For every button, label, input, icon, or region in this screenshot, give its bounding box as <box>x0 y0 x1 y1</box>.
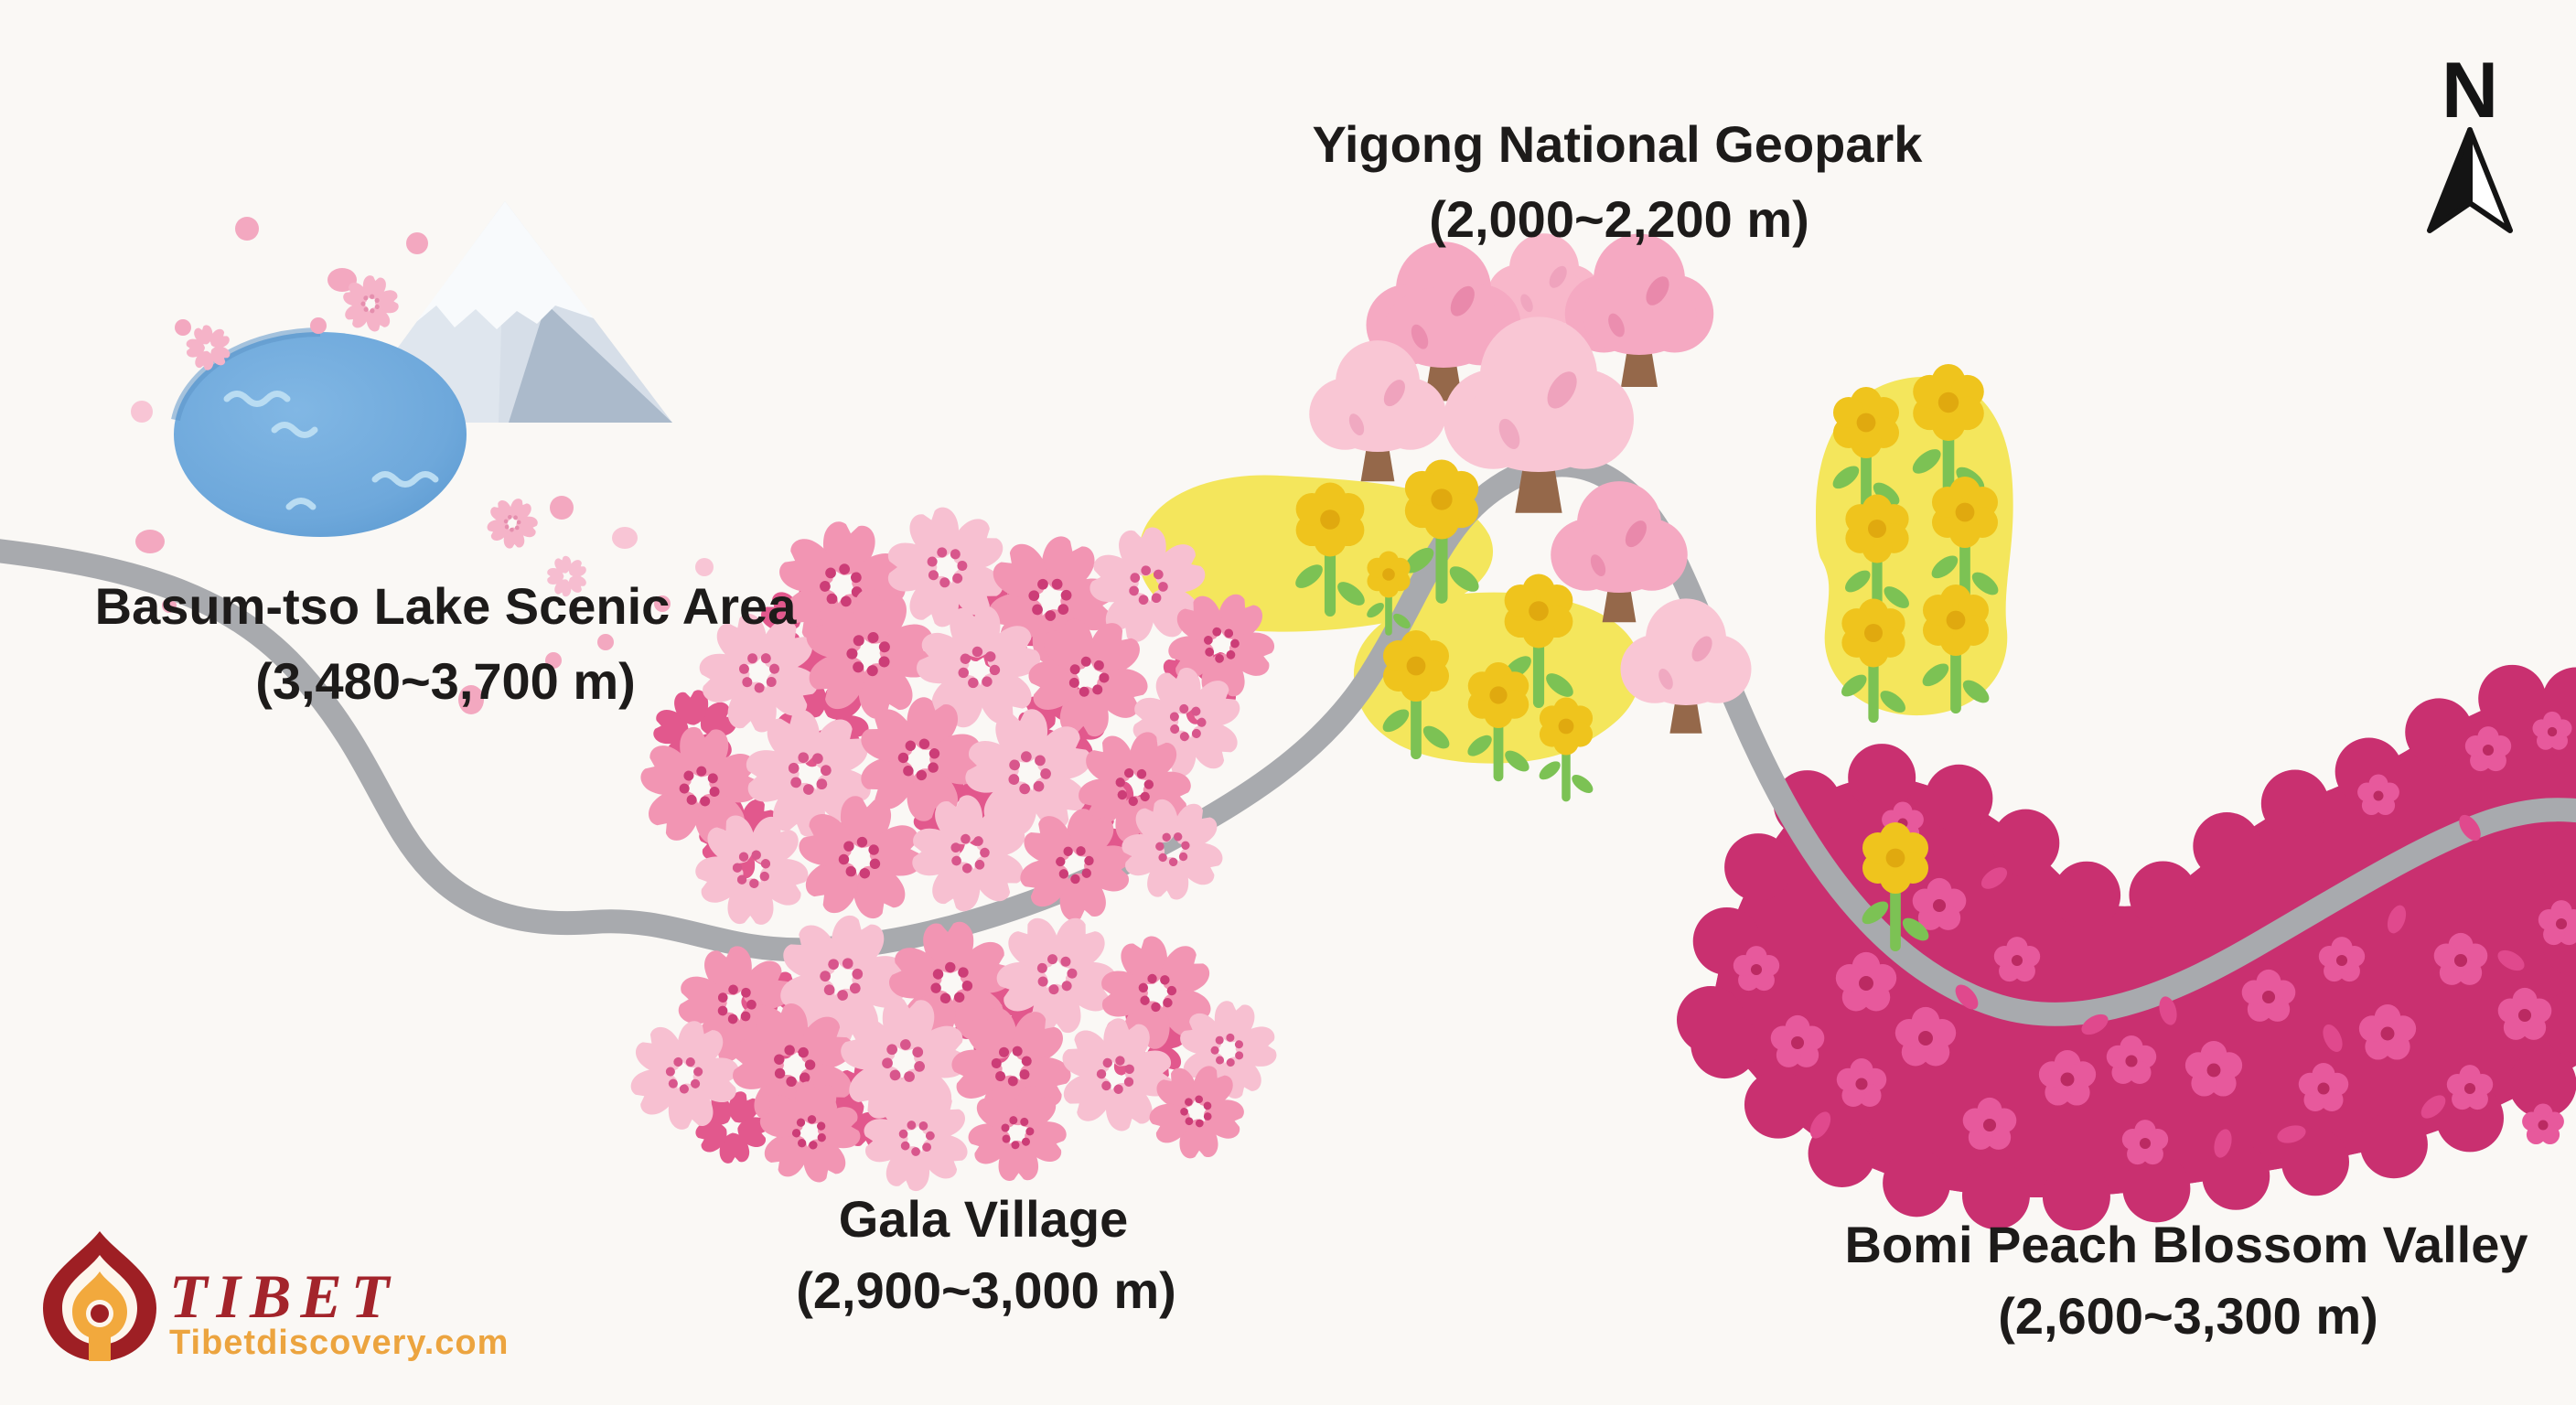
location-label-bomi: Bomi Peach Blossom Valley (2,600~3,300 m… <box>1845 1216 2528 1345</box>
location-label-basum: Basum-tso Lake Scenic Area (3,480~3,700 … <box>95 577 798 710</box>
location-elevation: (2,000~2,200 m) <box>1429 190 1809 248</box>
location-elevation: (3,480~3,700 m) <box>255 652 636 710</box>
compass-letter: N <box>2442 47 2498 134</box>
location-elevation: (2,900~3,000 m) <box>796 1261 1176 1319</box>
north-arrow-icon: N <box>2427 47 2513 233</box>
basum-tso-illustration <box>131 201 714 714</box>
location-name: Bomi Peach Blossom Valley <box>1845 1216 2528 1273</box>
location-label-gala: Gala Village (2,900~3,000 m) <box>796 1190 1176 1319</box>
location-name: Yigong National Geopark <box>1313 115 1924 173</box>
lake-icon <box>171 327 467 537</box>
peach-blossom-valley-area <box>1711 686 2576 1197</box>
lake-wave-icon <box>223 391 439 510</box>
location-name: Basum-tso Lake Scenic Area <box>95 577 798 635</box>
logo-brand-text: TIBET <box>169 1261 398 1331</box>
road-line <box>0 453 2576 1026</box>
location-elevation: (2,600~3,300 m) <box>1998 1287 2378 1345</box>
location-label-yigong: Yigong National Geopark (2,000~2,200 m) <box>1313 115 1924 248</box>
location-name: Gala Village <box>839 1190 1128 1248</box>
flame-drop-logo-icon <box>43 1231 156 1361</box>
tibet-discovery-logo: TIBET Tibetdiscovery.com <box>43 1231 509 1362</box>
logo-site-text: Tibetdiscovery.com <box>169 1324 509 1362</box>
